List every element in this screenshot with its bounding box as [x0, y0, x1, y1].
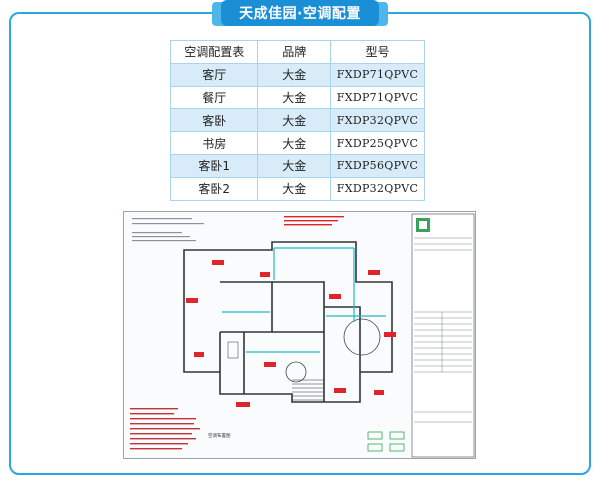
- cell-room: 书房: [169, 131, 259, 155]
- floorplan-drawing: 空调布置图: [123, 211, 476, 459]
- cell-model: FXDP32QPVC: [330, 108, 425, 133]
- cell-brand: 大金: [257, 153, 332, 178]
- table-row: 客卧1 大金 FXDP56QPVC: [169, 153, 425, 178]
- cell-brand: 大金: [257, 85, 332, 110]
- cell-brand: 大金: [257, 62, 332, 87]
- ac-config-table: 空调配置表 品牌 型号 客厅 大金 FXDP71QPVC 餐厅 大金 FXDP7…: [169, 40, 425, 201]
- cell-model: FXDP32QPVC: [330, 176, 425, 201]
- table-header-row: 空调配置表 品牌 型号: [169, 40, 425, 64]
- page-title-banner: 天成佳园·空调配置: [221, 0, 379, 26]
- table-row: 客卧 大金 FXDP32QPVC: [169, 108, 425, 133]
- cell-room: 客卧: [169, 108, 259, 133]
- page-title: 天成佳园·空调配置: [239, 6, 361, 22]
- cell-room: 客厅: [169, 62, 259, 87]
- header-brand: 品牌: [257, 40, 332, 64]
- cell-model: FXDP71QPVC: [330, 85, 425, 110]
- floorplan-caption: 空调布置图: [208, 434, 231, 439]
- table-row: 餐厅 大金 FXDP71QPVC: [169, 85, 425, 110]
- cell-room: 客卧1: [169, 153, 259, 178]
- cell-model: FXDP71QPVC: [330, 62, 425, 87]
- cell-brand: 大金: [257, 131, 332, 155]
- floorplan-svg: [130, 213, 475, 458]
- header-room: 空调配置表: [169, 40, 259, 64]
- table-row: 书房 大金 FXDP25QPVC: [169, 131, 425, 155]
- header-model: 型号: [330, 40, 425, 64]
- cell-model: FXDP56QPVC: [330, 153, 425, 178]
- table-row: 客卧2 大金 FXDP32QPVC: [169, 176, 425, 201]
- cell-room: 客卧2: [169, 176, 259, 201]
- cell-room: 餐厅: [169, 85, 259, 110]
- cell-brand: 大金: [257, 176, 332, 201]
- cell-brand: 大金: [257, 108, 332, 133]
- cell-model: FXDP25QPVC: [330, 131, 425, 155]
- table-row: 客厅 大金 FXDP71QPVC: [169, 62, 425, 87]
